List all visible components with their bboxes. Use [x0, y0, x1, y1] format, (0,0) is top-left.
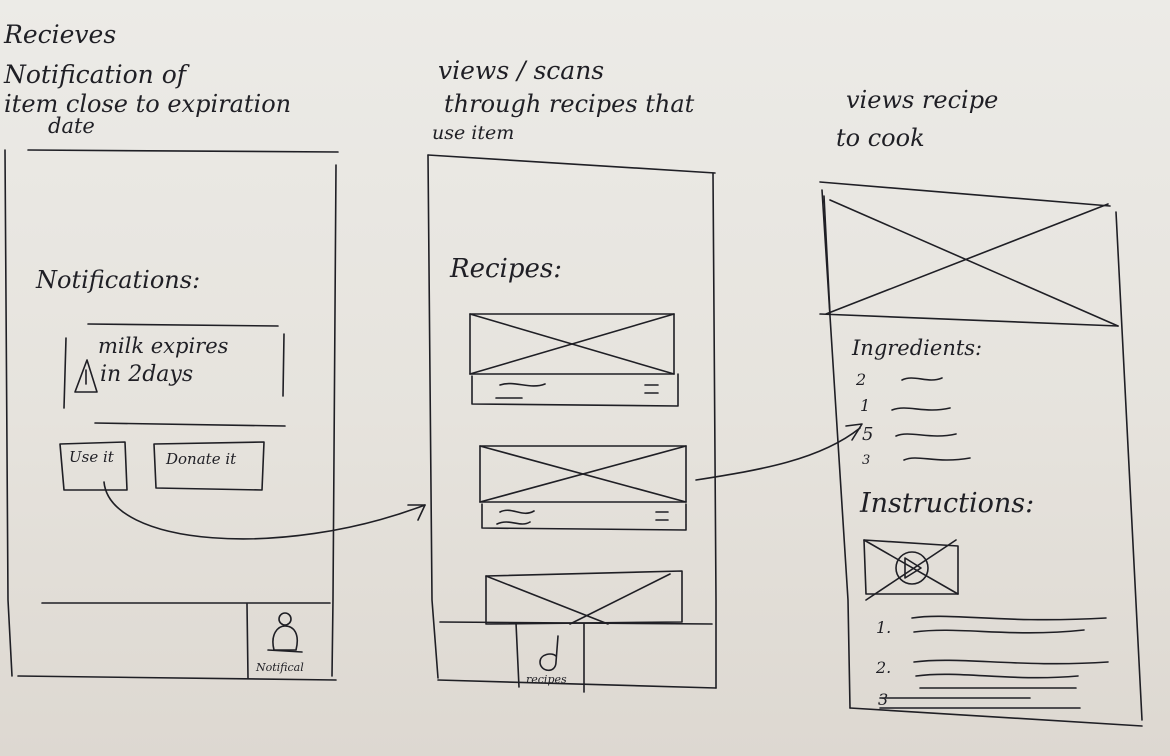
step1-caption-title: Recieves	[4, 20, 117, 49]
recipe-card-2	[479, 445, 687, 531]
ingredient-lines	[891, 377, 971, 461]
recipes-heading: Recipes:	[450, 254, 562, 284]
recipes-tab-icon	[539, 635, 559, 672]
step-number-3: 3	[878, 690, 889, 709]
flow-arrow-1	[103, 481, 426, 540]
alert-text-line1: milk expires	[98, 334, 229, 358]
step1-caption-line3: date	[48, 114, 95, 138]
ingredient-qty-1: 2	[856, 370, 867, 389]
flow-arrow-2	[695, 427, 861, 481]
donate-button-label[interactable]: Donate it	[166, 450, 237, 468]
alert-text-line2: in 2days	[100, 362, 194, 387]
step3-caption-line1: views recipe	[846, 86, 999, 114]
recipe-card-3	[485, 570, 683, 625]
play-icon	[904, 557, 922, 579]
step3-caption-line2: to cook	[836, 124, 925, 152]
video-thumbnail	[863, 539, 959, 601]
step2-caption-line1: views / scans	[438, 56, 605, 85]
step1-caption-line2: item close to expiration	[4, 90, 292, 118]
notifications-heading: Notifications:	[36, 266, 201, 294]
ingredient-qty-4: 3	[862, 453, 871, 468]
ingredient-qty-2: 1	[860, 396, 871, 415]
donate-button-outline[interactable]	[153, 441, 265, 491]
notification-tab-label[interactable]: Notifical	[256, 661, 304, 674]
screen3-frame	[819, 181, 1143, 727]
step1-caption-line1: Notification of	[4, 60, 186, 89]
step-number-1: 1.	[876, 618, 892, 637]
recipes-tab-label[interactable]: recipes	[526, 673, 567, 686]
step2-caption-line3: use item	[432, 122, 515, 144]
warning-icon	[74, 359, 98, 393]
screen1-frame	[4, 149, 339, 681]
ingredients-heading: Ingredients:	[852, 336, 983, 360]
step2-caption-line2: through recipes that	[444, 90, 695, 118]
instructions-heading: Instructions:	[860, 488, 1035, 519]
use-button-outline[interactable]	[59, 441, 128, 491]
recipe-card-1	[469, 313, 679, 407]
screen2-frame	[427, 154, 717, 693]
alert-box	[63, 323, 286, 427]
step-number-2: 2.	[876, 658, 892, 677]
recipe-hero-image	[819, 195, 1119, 327]
instruction-lines	[879, 615, 1109, 709]
bell-icon	[267, 612, 303, 653]
use-button-label[interactable]: Use it	[69, 448, 114, 466]
ingredient-qty-3: 5	[862, 424, 874, 445]
